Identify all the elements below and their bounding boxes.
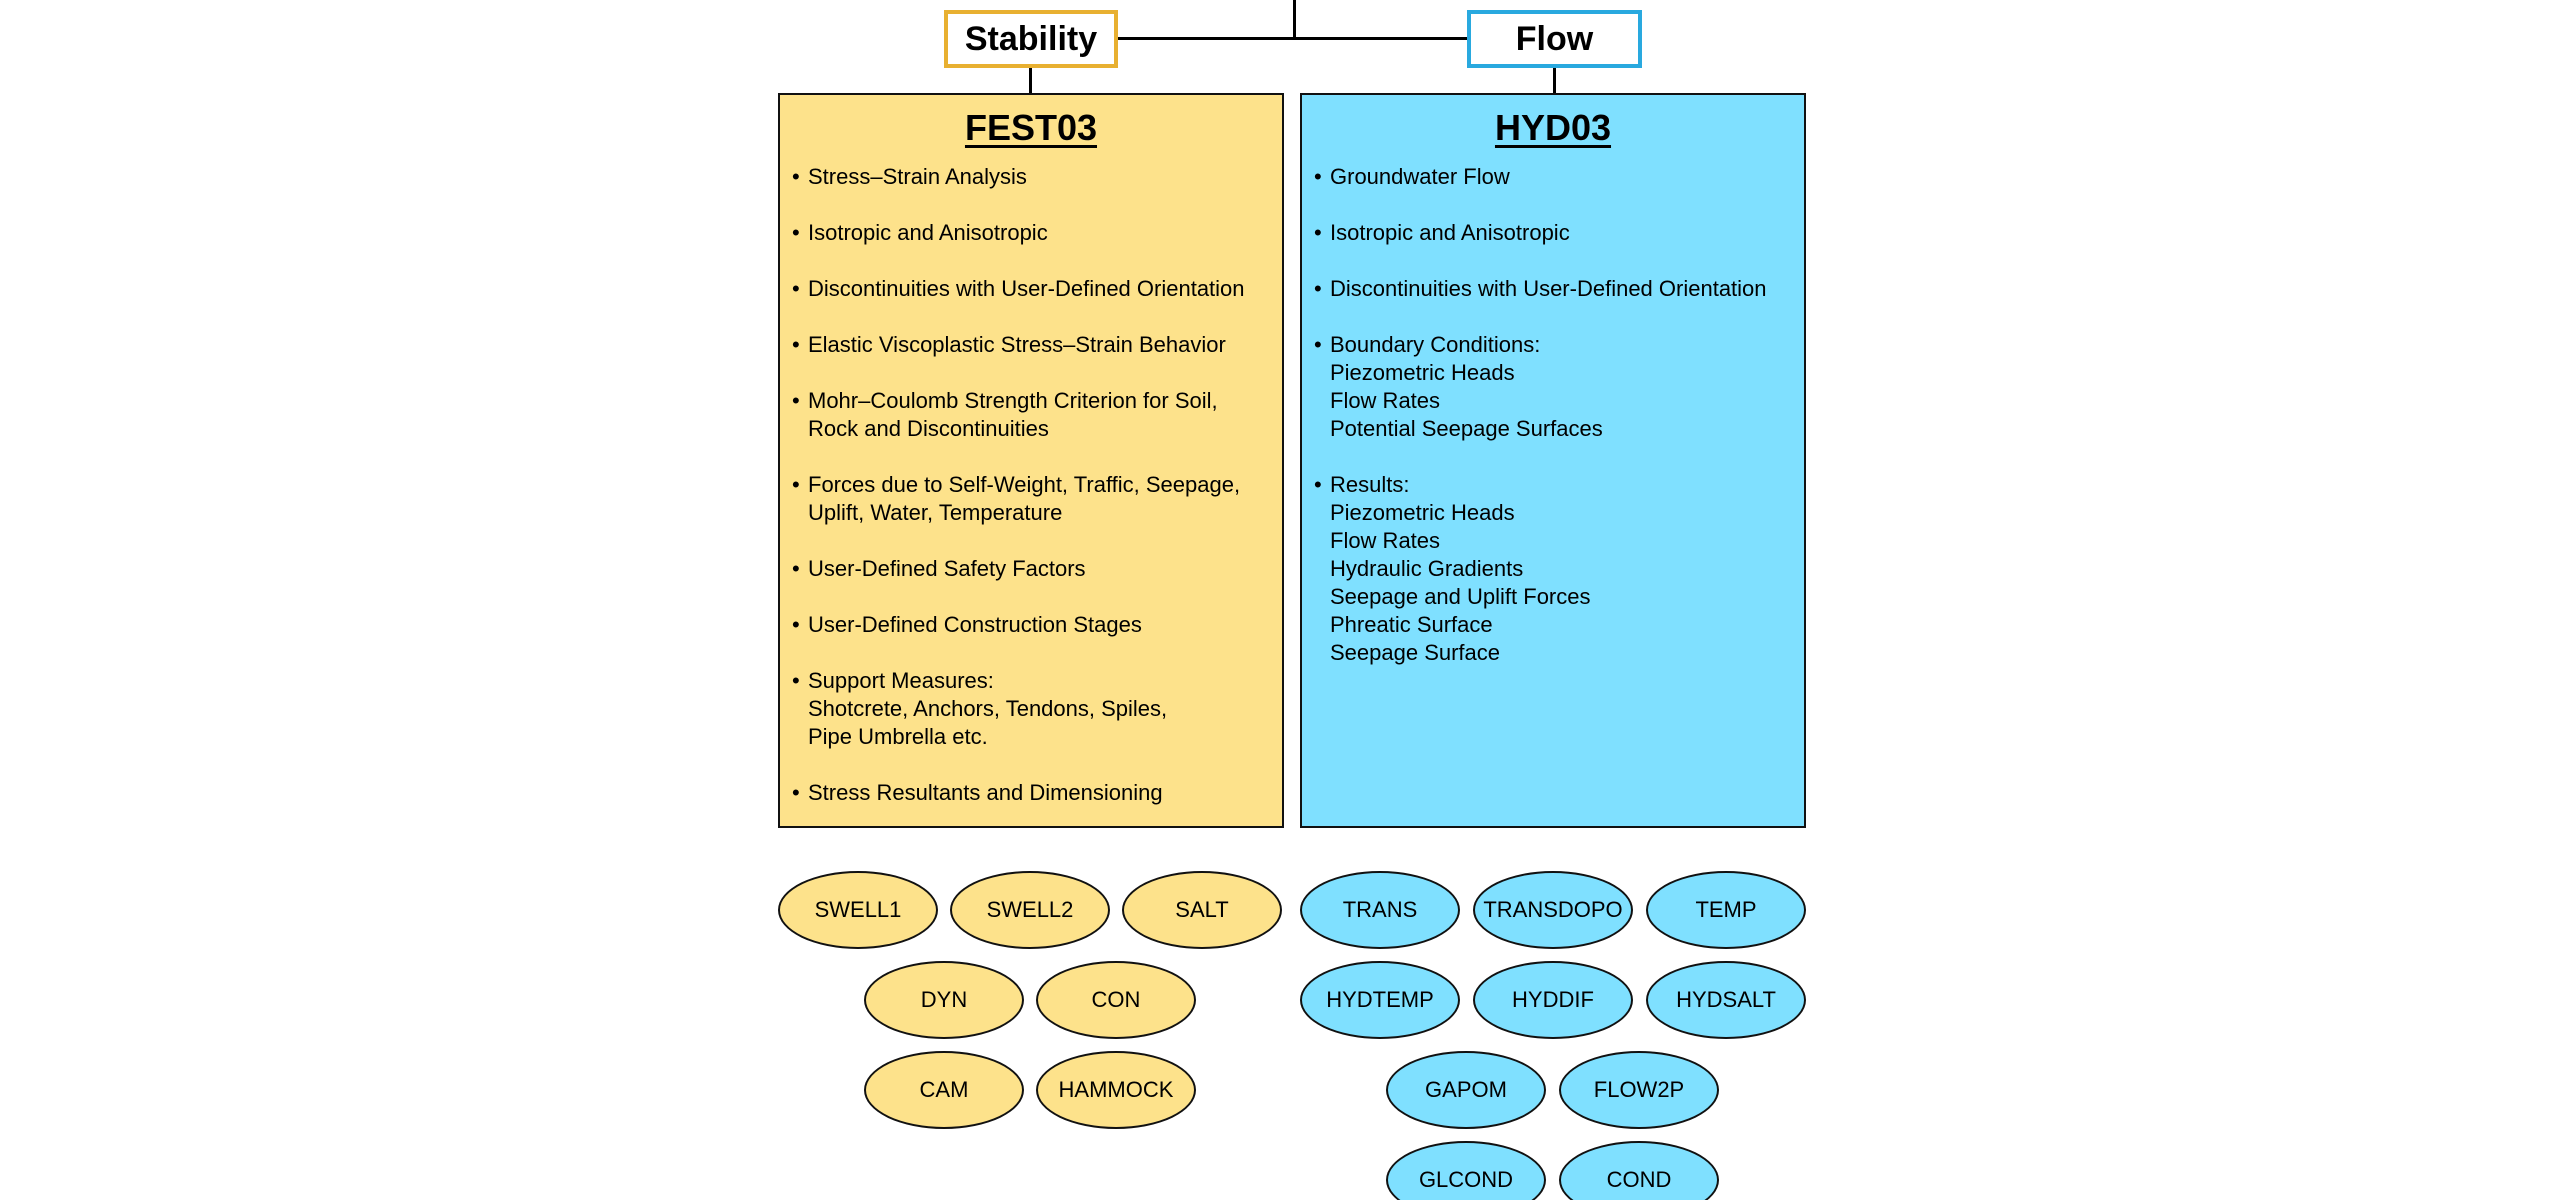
hyd03-panel: HYD03 • Groundwater Flow • Isotropic and An… xyxy=(1300,93,1806,828)
hyd03-feature-line: Seepage and Uplift Forces xyxy=(1330,584,1591,609)
connector-top-horizontal xyxy=(1118,37,1467,40)
hyd03-feature-line: Groundwater Flow xyxy=(1330,164,1510,189)
fest03-feature-list: • Stress–Strain Analysis • Isotropic and An… xyxy=(792,163,1272,835)
fest03-feature-line: Pipe Umbrella etc. xyxy=(808,724,988,749)
fest03-module-con: CON xyxy=(1036,961,1196,1039)
hyd03-feature-line: Seepage Surface xyxy=(1330,640,1501,665)
fest03-feature-line: Isotropic and Anisotropic xyxy=(808,220,1048,245)
fest03-feature-item: • User-Defined Safety Factors xyxy=(792,555,1272,583)
hyd03-module-gapom: GAPOM xyxy=(1386,1051,1546,1129)
hyd03-feature-line: Piezometric Heads xyxy=(1330,360,1515,385)
bullet-dot-icon: • xyxy=(1314,276,1322,301)
fest03-feature-line: Uplift, Water, Temperature xyxy=(808,500,1063,525)
bullet-dot-icon: • xyxy=(792,332,800,357)
bullet-dot-icon: • xyxy=(792,388,800,413)
hyd03-module-flow2p: FLOW2P xyxy=(1559,1051,1719,1129)
flow-header: Flow xyxy=(1467,10,1642,68)
bullet-dot-icon: • xyxy=(1314,472,1322,497)
bullet-dot-icon: • xyxy=(1314,332,1322,357)
fest03-feature-line: Mohr–Coulomb Strength Criterion for Soil… xyxy=(808,388,1218,413)
hyd03-title: HYD03 xyxy=(1494,107,1612,148)
hyd03-module-hydtemp: HYDTEMP xyxy=(1300,961,1460,1039)
hyd03-feature-list: • Groundwater Flow • Isotropic and Anisotro… xyxy=(1314,163,1794,695)
hyd03-feature-line: Flow Rates xyxy=(1330,388,1441,413)
hyd03-module-temp: TEMP xyxy=(1646,871,1806,949)
bullet-dot-icon: • xyxy=(1314,164,1322,189)
bullet-dot-icon: • xyxy=(1314,220,1322,245)
fest03-feature-line: User-Defined Safety Factors xyxy=(808,556,1086,581)
fest03-feature-line: Support Measures: xyxy=(808,668,994,693)
hyd03-feature-line: Discontinuities with User-Defined Orient… xyxy=(1330,276,1767,301)
fest03-feature-item: • Forces due to Self-Weight, Traffic, See… xyxy=(792,471,1272,527)
bullet-dot-icon: • xyxy=(792,668,800,693)
fest03-feature-line: Discontinuities with User-Defined Orient… xyxy=(808,276,1245,301)
fest03-feature-item: • Stress–Strain Analysis xyxy=(792,163,1272,191)
hyd03-module-hydsalt: HYDSALT xyxy=(1646,961,1806,1039)
fest03-feature-item: • User-Defined Construction Stages xyxy=(792,611,1272,639)
bullet-dot-icon: • xyxy=(792,276,800,301)
bullet-dot-icon: • xyxy=(792,780,800,805)
hyd03-feature-line: Isotropic and Anisotropic xyxy=(1330,220,1570,245)
fest03-module-salt: SALT xyxy=(1122,871,1282,949)
fest03-feature-item: • Support Measures: Shotcrete, Anchors, Te… xyxy=(792,667,1272,751)
hyd03-feature-line: Boundary Conditions: xyxy=(1330,332,1541,357)
hyd03-module-cond: COND xyxy=(1559,1141,1719,1200)
bullet-dot-icon: • xyxy=(792,612,800,637)
connector-top-vertical xyxy=(1293,0,1296,40)
bullet-dot-icon: • xyxy=(792,164,800,189)
hyd03-feature-line: Hydraulic Gradients xyxy=(1330,556,1524,581)
fest03-feature-line: Stress Resultants and Dimensioning xyxy=(808,780,1163,805)
bullet-dot-icon: • xyxy=(792,472,800,497)
fest03-feature-item: • Elastic Viscoplastic Stress–Strain Beha… xyxy=(792,331,1272,359)
hyd03-module-trans: TRANS xyxy=(1300,871,1460,949)
hyd03-feature-line: Phreatic Surface xyxy=(1330,612,1493,637)
fest03-feature-item: • Discontinuities with User-Defined Orien… xyxy=(792,275,1272,303)
hyd03-feature-line: Results: xyxy=(1330,472,1410,497)
hyd03-feature-line: Flow Rates xyxy=(1330,528,1441,553)
fest03-feature-line: User-Defined Construction Stages xyxy=(808,612,1142,637)
hyd03-module-hyddif: HYDDIF xyxy=(1473,961,1633,1039)
flow-header-label: Flow xyxy=(1515,19,1594,58)
fest03-feature-line: Stress–Strain Analysis xyxy=(808,164,1027,189)
fest03-module-cam: CAM xyxy=(864,1051,1024,1129)
fest03-module-swell2: SWELL2 xyxy=(950,871,1110,949)
fest03-feature-line: Shotcrete, Anchors, Tendons, Spiles, xyxy=(808,696,1168,721)
fest03-panel: FEST03 • Stress–Strain Analysis • Isotropic… xyxy=(778,93,1284,828)
connector-flow-panel xyxy=(1553,68,1556,94)
fest03-module-hammock: HAMMOCK xyxy=(1036,1051,1196,1129)
hyd03-module-glcond: GLCOND xyxy=(1386,1141,1546,1200)
hyd03-feature-item: • Groundwater Flow xyxy=(1314,163,1794,191)
fest03-feature-line: Elastic Viscoplastic Stress–Strain Behav… xyxy=(808,332,1226,357)
fest03-feature-item: • Isotropic and Anisotropic xyxy=(792,219,1272,247)
fest03-module-dyn: DYN xyxy=(864,961,1024,1039)
fest03-title: FEST03 xyxy=(964,107,1098,148)
fest03-feature-item: • Stress Resultants and Dimensioning xyxy=(792,779,1272,807)
bullet-dot-icon: • xyxy=(792,220,800,245)
fest03-feature-line: Forces due to Self-Weight, Traffic, Seep… xyxy=(808,472,1241,497)
connector-stability-panel xyxy=(1029,68,1032,94)
bullet-dot-icon: • xyxy=(792,556,800,581)
fest03-feature-line: Rock and Discontinuities xyxy=(808,416,1049,441)
stability-header-label: Stability xyxy=(964,19,1098,58)
hyd03-feature-line: Piezometric Heads xyxy=(1330,500,1515,525)
hyd03-feature-line: Potential Seepage Surfaces xyxy=(1330,416,1603,441)
hyd03-feature-item: • Discontinuities with User-Defined Orien… xyxy=(1314,275,1794,303)
stability-header: Stability xyxy=(944,10,1118,68)
hyd03-module-transdopo: TRANSDOPO xyxy=(1473,871,1633,949)
fest03-module-swell1: SWELL1 xyxy=(778,871,938,949)
hyd03-feature-item: • Isotropic and Anisotropic xyxy=(1314,219,1794,247)
fest03-feature-item: • Mohr–Coulomb Strength Criterion for Soi… xyxy=(792,387,1272,443)
